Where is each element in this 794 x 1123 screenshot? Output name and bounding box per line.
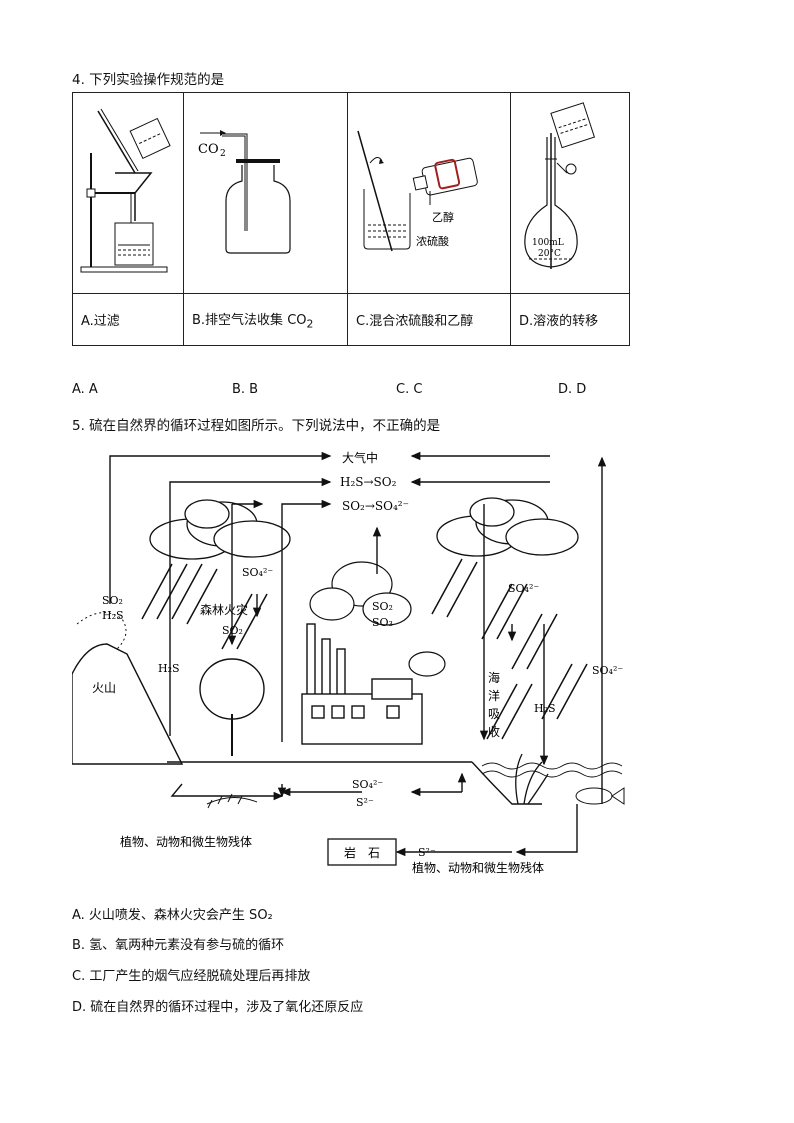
shore-line	[471, 761, 542, 805]
caption-b-subscript: 2	[306, 317, 314, 331]
acid-label: 浓硫酸	[416, 234, 449, 248]
sea-h2s-label: H₂S	[534, 702, 556, 715]
cloud-right	[436, 497, 579, 557]
caption-b-text: B.排空气法收集	[192, 312, 284, 328]
skeleton-remains	[206, 793, 258, 809]
sulfur-cycle-diagram: 大气中 H₂S→SO₂ SO₂→SO₄²⁻ SO₂ H₂S 火山 H₂S SO₄…	[72, 450, 625, 875]
gas-collection-figure: CO 2	[198, 130, 291, 254]
factory-so2-label: SO₂	[372, 600, 393, 613]
caption-b: B.排空气法收集 CO2	[183, 293, 348, 346]
filtration-apparatus-figure	[80, 108, 171, 273]
option-c[interactable]: C. 工厂产生的烟气应经脱硫处理后再排放	[72, 969, 311, 984]
h2s-label: H₂S	[158, 662, 180, 675]
cloud-left	[149, 499, 291, 560]
right-so4-label: SO₄²⁻	[592, 664, 623, 677]
atmosphere-label: 大气中	[342, 450, 378, 465]
flask-volume-label: 100mL	[532, 238, 564, 248]
rain-so4-label: SO₄²⁻	[508, 582, 539, 595]
svg-text:海: 海	[488, 670, 500, 685]
remains-left-label: 植物、动物和微生物残体	[120, 834, 252, 849]
forest-fire-label: 森林火灾	[200, 602, 248, 617]
caption-c: C.混合浓硫酸和乙醇	[347, 293, 511, 346]
panel-gas-collection: CO 2	[183, 92, 348, 294]
sea-waves	[481, 762, 623, 778]
factory-so3-label: SO₃	[372, 616, 393, 629]
experiment-table: CO 2	[72, 92, 630, 346]
panel-filtration	[72, 92, 184, 294]
cycle-arrows	[109, 451, 607, 857]
question-4-choices: A. A B. B C. C D. D	[72, 382, 632, 400]
flask-temp-label: 20°C	[538, 249, 561, 259]
panel-solution-transfer: 100mL 20°C	[510, 92, 630, 294]
svg-text:洋: 洋	[488, 688, 500, 703]
co2-label: CO	[198, 142, 219, 157]
factory	[301, 623, 423, 745]
co2-subscript: 2	[220, 149, 226, 159]
soil-s-label: S²⁻	[356, 796, 374, 809]
option-a[interactable]: A. 火山喷发、森林火灾会产生 SO₂	[72, 908, 273, 923]
h2s-to-so2-label: H₂S→SO₂	[340, 475, 397, 489]
forest-so4-label: SO₄²⁻	[242, 566, 273, 579]
panel-mixing-acid: 乙醇 浓硫酸	[347, 92, 511, 294]
fish-icon	[575, 787, 625, 805]
rock-box	[327, 838, 397, 866]
rain-streaks	[141, 558, 588, 740]
volcano-so2-label: SO₂	[102, 594, 123, 607]
choice-b[interactable]: B. B	[232, 382, 259, 397]
ocean-absorb-label: 海洋 吸收	[488, 670, 500, 739]
remains-right-label: 植物、动物和微生物残体	[412, 860, 544, 875]
forest-so2-label: SO₂	[222, 624, 243, 637]
rock-s-label: S²⁻	[418, 846, 436, 859]
soil-so4-label: SO₄²⁻	[352, 778, 383, 791]
choice-c[interactable]: C. C	[396, 382, 423, 397]
rock-label: 岩 石	[344, 845, 380, 860]
caption-d: D.溶液的转移	[510, 293, 630, 346]
mixing-acid-figure: 乙醇 浓硫酸	[357, 130, 478, 252]
choice-d[interactable]: D. D	[558, 382, 587, 397]
caption-b-formula: CO	[287, 312, 307, 328]
question-4-stem: 4. 下列实验操作规范的是	[72, 72, 225, 88]
volcano-label: 火山	[92, 681, 116, 695]
volumetric-flask-figure: 100mL 20°C	[524, 102, 596, 269]
svg-text:吸: 吸	[488, 707, 500, 721]
sea-plant	[515, 753, 549, 805]
option-d[interactable]: D. 硫在自然界的循环过程中，涉及了氧化还原反应	[72, 1000, 364, 1015]
volcano-h2s-label: H₂S	[102, 609, 124, 622]
option-b[interactable]: B. 氢、氧两种元素没有参与硫的循环	[72, 938, 285, 953]
forest-tree	[199, 658, 265, 756]
svg-text:收: 收	[488, 725, 500, 739]
so2-to-so4-label: SO₂→SO₄²⁻	[342, 499, 409, 513]
ethanol-label: 乙醇	[432, 210, 454, 224]
caption-a: A.过滤	[72, 293, 184, 346]
question-5-stem: 5. 硫在自然界的循环过程如图所示。下列说法中，不正确的是	[72, 418, 441, 434]
choice-a[interactable]: A. A	[72, 382, 98, 397]
volcano	[72, 612, 184, 765]
